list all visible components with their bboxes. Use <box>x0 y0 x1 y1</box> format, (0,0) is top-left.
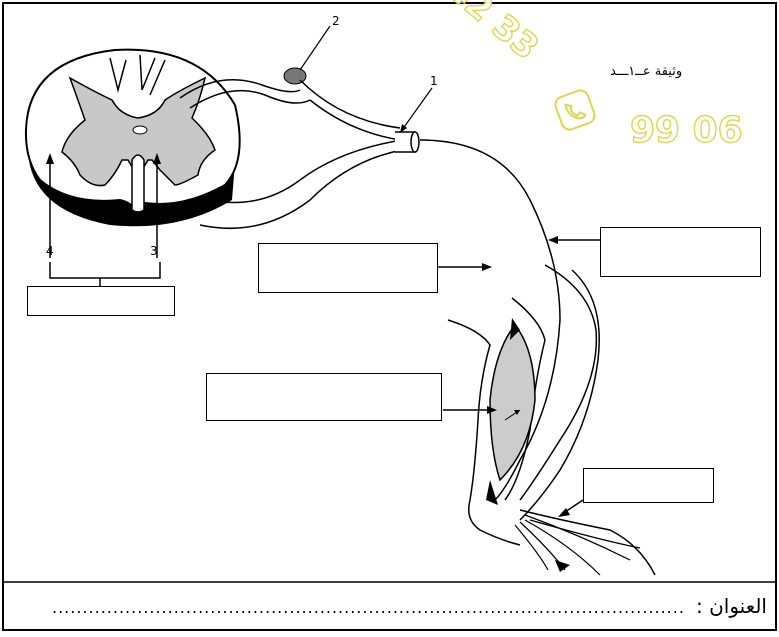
title-label: العنوان : <box>696 594 767 618</box>
document-label: وثيقة عــ١ـــد <box>610 64 682 79</box>
watermark-line1: 42 33 <box>439 0 546 68</box>
answer-box-receptor[interactable] <box>583 468 714 503</box>
number-label-4: 4 <box>46 244 54 258</box>
phone-icon <box>553 88 597 132</box>
arrow-to-receptor <box>558 500 583 517</box>
title-answer-line[interactable]: ........................................… <box>52 598 685 617</box>
number-label-1: 1 <box>430 74 438 88</box>
answer-box-right[interactable] <box>600 227 761 277</box>
answer-box-muscle[interactable] <box>206 373 442 421</box>
pointer-1 <box>402 88 432 130</box>
number-label-3: 3 <box>150 244 158 258</box>
watermark: 42 33 99 06 <box>439 0 743 151</box>
spinal-ganglion <box>284 68 306 84</box>
bracket <box>50 262 160 278</box>
watermark-line2: 99 06 <box>630 110 743 151</box>
nerve-endings <box>515 510 655 575</box>
answer-box-middle[interactable] <box>258 243 438 293</box>
pointer-2 <box>300 26 330 70</box>
number-label-2: 2 <box>332 14 340 28</box>
spinal-cord-section <box>26 50 240 227</box>
answer-box-bottom-left[interactable] <box>27 286 175 316</box>
arrow-to-nerve <box>438 263 492 271</box>
arrow-to-muscle <box>443 406 497 414</box>
arrow-from-right-box <box>548 236 600 244</box>
spinal-nerve <box>395 132 419 152</box>
